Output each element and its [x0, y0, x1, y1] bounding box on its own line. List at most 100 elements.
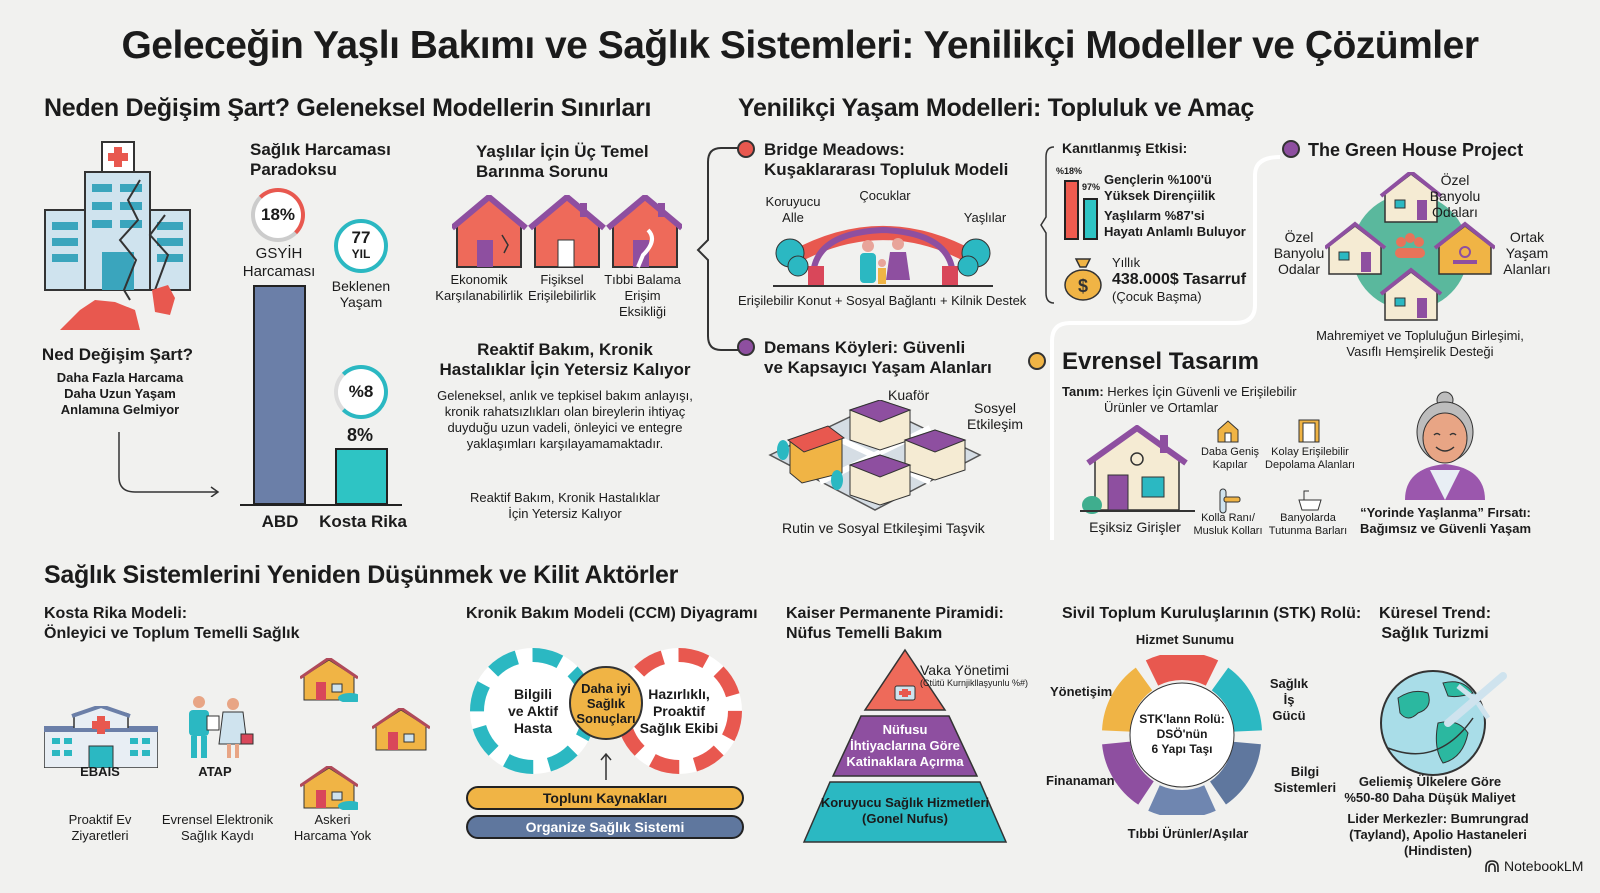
pyramid-base-tier: Koruyucu Sağlık Hizmetleri (Gonel Nufus)	[820, 795, 990, 826]
costa-rica-model-title: Kosta Rika Modeli: Önleyici ve Toplum Te…	[44, 605, 300, 642]
community-resources-bar: Toplunı Kaynakları	[466, 786, 744, 810]
section-title-why-change: Neden Değişim Şart? Geleneksel Modelleri…	[44, 94, 652, 122]
ccm-title: Kronik Bakım Modeli (CCM) Diyagramı	[466, 605, 758, 622]
health-tourism-title: Küresel Trend: Sağlık Turizmi	[1378, 605, 1492, 642]
reactive-care-caption: Reaktif Bakım, Kronik Hastalıklar İçin Y…	[469, 490, 660, 521]
caption-electronic-records: Evrensel Elektronik Sağlık Kaydı	[161, 812, 274, 843]
ngo-segment-medical-products: Tıbbi Ürünler/Aşılar	[1127, 826, 1249, 841]
page-title: Geleceğin Yaşlı Bakımı ve Sağlık Sisteml…	[121, 24, 1479, 67]
bridge-meadows-dot	[737, 140, 755, 158]
bridge-label-children: Çocuklar	[859, 188, 911, 203]
costa-rica-value: 8%	[346, 425, 373, 445]
usa-gdp-ring: 18%	[251, 188, 305, 242]
why-text: Daha Fazla Harcama Daha Uzun Yaşam Anlam…	[56, 370, 184, 417]
atap-health-workers-icon	[185, 694, 255, 762]
paradox-title: Sağlık Harcaması Paradoksu	[250, 140, 391, 179]
universal-design-definition: Tanım: Herkes İçin Güvenli ve Erişilebil…	[1062, 384, 1297, 415]
bathtub-icon	[1296, 488, 1324, 514]
bridge-label-foster: Koruyucu Alle	[765, 194, 821, 225]
lever-handle-icon	[1216, 488, 1242, 514]
money-bag-icon: $	[1062, 255, 1104, 301]
ngo-segment-service-delivery: Hizmet Sunumu	[1135, 632, 1235, 647]
feature-grab-bars: Banyolarda Tutunma Barları	[1268, 512, 1348, 537]
ebais-label: EBAIS	[80, 764, 120, 779]
section-title-innovative-models: Yenilikçi Yaşam Modelleri: Topluluk ve A…	[738, 94, 1255, 122]
better-outcomes-circle: Daha iyi Sağlık Sonuçları	[569, 666, 643, 740]
health-system-bar: Organize Sağlık Sistemi	[466, 815, 744, 839]
usa-spending-bar	[253, 285, 306, 505]
housing-item-medical: Tıbbi Balama Erişim Eksikliği	[604, 272, 681, 319]
cracked-hospital-icon	[40, 140, 200, 330]
storage-icon	[1296, 418, 1322, 444]
case-management-label: Vaka Yönetimi (Ctütü Kurnjikllaşyunlu %#…	[920, 662, 1029, 688]
home-visit-house-icon-1	[300, 658, 358, 702]
gh-label-private-rooms-left: Özel Banyolu Odalar	[1273, 229, 1325, 277]
housing-icons	[452, 195, 682, 270]
atap-label: ATAP	[198, 764, 232, 779]
intergenerational-bridge-icon	[768, 218, 998, 290]
medical-access-house-icon	[606, 195, 682, 268]
impact-stat-elders: Yaşlılarm %87'si Hayatı Anlamlı Buluyor	[1104, 208, 1246, 239]
models-curve-connector	[1040, 155, 1290, 545]
broken-house-icon	[452, 195, 528, 268]
life-expectancy-ring: 77 YIL	[334, 219, 388, 273]
kaiser-pyramid	[800, 648, 1010, 843]
impact-bar-elders	[1083, 198, 1098, 240]
impact-bar2-label: 97%	[1082, 182, 1101, 192]
ngo-segment-workforce: Sağlık İş Gücü	[1269, 676, 1309, 723]
dementia-villages-title: Demans Köyleri: Güvenli ve Kapsayıcı Yaş…	[764, 338, 992, 377]
ngo-segment-information-systems: Bilgi Sistemleri	[1273, 764, 1337, 795]
caption-no-military: Askeri Harcama Yok	[293, 812, 372, 843]
chart-baseline	[240, 504, 402, 506]
green-house-diagram	[1325, 172, 1495, 322]
tourism-cost-savings: Geliemiş Ülkelere Göre %50-80 Daha Düşük…	[1344, 774, 1516, 805]
universal-design-title: Evrensel Tasarım	[1062, 348, 1260, 375]
dementia-village-map-icon	[765, 400, 985, 515]
costa-rica-ring: %8	[334, 365, 388, 419]
feature-wide-doors: Daba Geniş Kapılar	[1200, 446, 1260, 471]
housing-title: Yaşlılar İçin Üç Temel Barınma Sorunu	[476, 142, 649, 181]
dementia-villages-dot	[737, 338, 755, 356]
bridge-meadows-title: Bridge Meadows: Kuşaklararası Topluluk M…	[764, 140, 1009, 179]
bar-label-costa-rica: Kosta Rika	[319, 512, 407, 531]
annual-savings: Yıllık 438.000$ Tasarruf (Çocuk Başma)	[1112, 255, 1247, 304]
impact-stat-youth: Gençlerin %100'ü Yüksek Dirençiilik	[1104, 172, 1216, 203]
kaiser-title: Kaiser Permanente Piramidi: Nüfus Temell…	[786, 605, 1004, 642]
ebais-clinic-icon	[44, 706, 158, 768]
home-visit-house-icon-2	[372, 708, 430, 752]
impact-bracket	[1040, 145, 1056, 305]
reactive-care-title: Reaktif Bakım, Kronik Hastalıklar İçin Y…	[439, 340, 691, 379]
models-connector	[696, 140, 746, 360]
usa-gdp-label: GSYİH Harcaması	[242, 245, 316, 280]
ngo-building-blocks-wheel	[1102, 655, 1262, 815]
green-house-dot	[1282, 140, 1300, 158]
feature-storage: Kolay Erişilebilir Depolama Alanları	[1265, 446, 1355, 471]
bar-label-usa: ABD	[261, 512, 299, 531]
notebooklm-logo-icon	[1485, 860, 1499, 872]
section-title-health-systems: Sağlık Sistemlerini Yeniden Düşünmek ve …	[44, 561, 679, 589]
housing-item-physical: Fişiksel Erişilebilirlik	[528, 272, 596, 303]
feature-lever-handles: Kolla Ranı/ Musluk Kolları	[1193, 512, 1263, 537]
ngo-wheel-center: STK'lann Rolü: DSÖ'nün 6 Yapı Taşı	[1139, 712, 1225, 756]
green-house-caption: Mahremiyet ve Topluluğun Birleşimi, Vası…	[1316, 328, 1524, 359]
aging-in-place: “Yorinde Yaşlanma” Fırsatı: Bağımsız ve …	[1359, 505, 1531, 536]
tourism-leading-centers: Lider Merkezler: Bumrungrad (Tayland), A…	[1347, 811, 1529, 858]
gh-label-common-areas: Ortak Yaşam Alanları	[1503, 229, 1551, 277]
why-heading: Ned Değişim Şart?	[41, 345, 194, 364]
impact-bar-youth	[1064, 180, 1079, 240]
universal-design-dot	[1028, 352, 1046, 370]
dementia-label-hairdresser: Kuaför	[888, 387, 930, 403]
impact-title: Kanıtlanmış Etkisi:	[1062, 140, 1188, 156]
bridge-label-elders: Yaşlılar	[963, 210, 1007, 225]
arrow-to-chart-icon	[117, 432, 227, 497]
dementia-caption: Rutin ve Sosyal Etkileşimi Taşvik	[782, 520, 985, 536]
ngo-segment-financing: Finanaman	[1046, 773, 1115, 788]
notebooklm-watermark: NotebookLM	[1484, 858, 1583, 874]
wide-door-icon	[1215, 418, 1241, 444]
svg-text:$: $	[1078, 276, 1088, 296]
costa-rica-spending-bar	[335, 448, 388, 505]
impact-bar1-label: %18%	[1056, 166, 1083, 176]
caption-home-visits: Proaktif Ev Ziyaretleri	[68, 812, 132, 843]
step-free-entries-caption: Eşiksiz Girişler	[1089, 519, 1181, 535]
gh-label-private-rooms-top: Özel Banyolu Odaları	[1429, 172, 1481, 220]
